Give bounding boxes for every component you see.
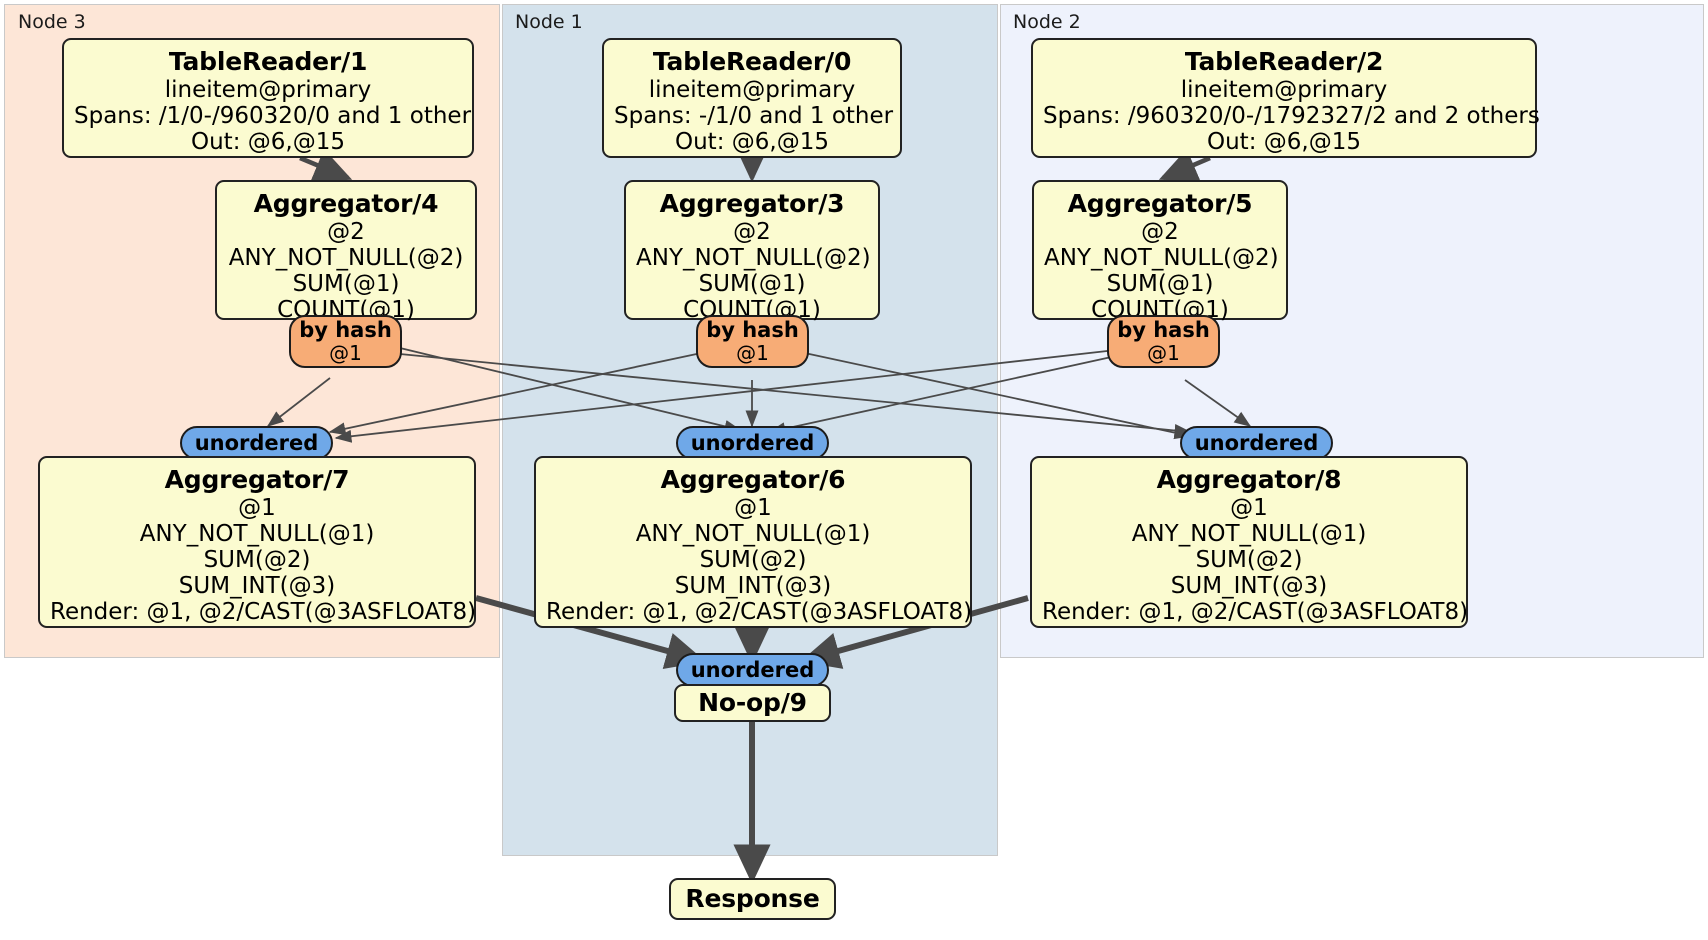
badge-title: unordered (690, 657, 815, 682)
processor-line: SUM_INT(@3) (674, 573, 832, 599)
badge-unordered-middle[interactable]: unordered (676, 426, 829, 460)
processor-line: SUM(@2) (1195, 547, 1303, 573)
processor-line: ANY_NOT_NULL(@1) (1131, 521, 1367, 547)
processor-noop-9[interactable]: No-op/9 (674, 684, 831, 722)
processor-aggregator-5[interactable]: Aggregator/5 @2 ANY_NOT_NULL(@2) SUM(@1)… (1032, 180, 1288, 323)
processor-line: @2 (327, 219, 365, 245)
badge-unordered-right[interactable]: unordered (1180, 426, 1333, 460)
badge-by-hash-right[interactable]: by hash @1 (1107, 315, 1220, 368)
badge-unordered-final[interactable]: unordered (676, 653, 829, 687)
badge-subtitle: @1 (736, 341, 769, 365)
processor-title: TableReader/1 (168, 47, 368, 76)
node-label-node2: Node 2 (1013, 11, 1081, 33)
processor-line: @1 (238, 495, 276, 521)
processor-line: ANY_NOT_NULL(@2) (1044, 245, 1279, 271)
processor-title: No-op/9 (698, 688, 807, 717)
processor-line: @2 (1141, 219, 1179, 245)
processor-table-reader-2[interactable]: TableReader/2 lineitem@primary Spans: /9… (1031, 38, 1540, 158)
badge-by-hash-left[interactable]: by hash @1 (289, 315, 402, 368)
badge-title: unordered (690, 430, 815, 455)
badge-subtitle: @1 (1147, 341, 1180, 365)
processor-line: Spans: /960320/0-/1792327/2 and 2 others (1043, 103, 1540, 129)
processor-line: @1 (1230, 495, 1268, 521)
processor-title: Aggregator/5 (1067, 189, 1253, 218)
badge-by-hash-middle[interactable]: by hash @1 (696, 315, 809, 368)
node-label-node1: Node 1 (515, 11, 583, 33)
processor-aggregator-3[interactable]: Aggregator/3 @2 ANY_NOT_NULL(@2) SUM(@1)… (624, 180, 880, 323)
processor-line: SUM_INT(@3) (1170, 573, 1328, 599)
processor-title: Aggregator/6 (660, 465, 846, 494)
processor-title: Aggregator/4 (253, 189, 439, 218)
processor-line: Out: @6,@15 (1207, 129, 1361, 155)
processor-line: SUM(@1) (1106, 271, 1214, 297)
processor-line: SUM(@2) (699, 547, 807, 573)
badge-title: unordered (194, 430, 319, 455)
processor-title: TableReader/2 (1184, 47, 1384, 76)
processor-line: @1 (734, 495, 772, 521)
badge-title: by hash (299, 318, 392, 342)
processor-line: Out: @6,@15 (191, 129, 345, 155)
processor-line: Render: @1, @2/CAST(@3ASFLOAT8) (1042, 599, 1469, 625)
processor-line: ANY_NOT_NULL(@1) (635, 521, 871, 547)
processor-response[interactable]: Response (669, 878, 836, 920)
badge-title: by hash (706, 318, 799, 342)
processor-line: lineitem@primary (164, 77, 372, 103)
processor-line: SUM(@1) (292, 271, 400, 297)
node-label-node3: Node 3 (18, 11, 86, 33)
processor-line: lineitem@primary (648, 77, 856, 103)
processor-line: SUM_INT(@3) (178, 573, 336, 599)
processor-line: Spans: /1/0-/960320/0 and 1 other (74, 103, 472, 129)
badge-title: unordered (1194, 430, 1319, 455)
badge-subtitle: @1 (329, 341, 362, 365)
processor-table-reader-0[interactable]: TableReader/0 lineitem@primary Spans: -/… (602, 38, 902, 158)
processor-line: ANY_NOT_NULL(@1) (139, 521, 375, 547)
processor-line: ANY_NOT_NULL(@2) (228, 245, 464, 271)
processor-table-reader-1[interactable]: TableReader/1 lineitem@primary Spans: /1… (62, 38, 474, 158)
processor-aggregator-4[interactable]: Aggregator/4 @2 ANY_NOT_NULL(@2) SUM(@1)… (215, 180, 477, 323)
processor-line: Render: @1, @2/CAST(@3ASFLOAT8) (50, 599, 477, 625)
badge-title: by hash (1117, 318, 1210, 342)
processor-title: Response (685, 884, 820, 913)
badge-unordered-left[interactable]: unordered (180, 426, 333, 460)
processor-title: Aggregator/8 (1156, 465, 1342, 494)
processor-line: Spans: -/1/0 and 1 other (614, 103, 894, 129)
processor-line: lineitem@primary (1180, 77, 1388, 103)
processor-title: Aggregator/7 (164, 465, 350, 494)
processor-aggregator-7[interactable]: Aggregator/7 @1 ANY_NOT_NULL(@1) SUM(@2)… (38, 456, 476, 628)
processor-line: SUM(@1) (698, 271, 806, 297)
processor-line: ANY_NOT_NULL(@2) (636, 245, 871, 271)
processor-title: Aggregator/3 (659, 189, 845, 218)
processor-aggregator-6[interactable]: Aggregator/6 @1 ANY_NOT_NULL(@1) SUM(@2)… (534, 456, 972, 628)
processor-aggregator-8[interactable]: Aggregator/8 @1 ANY_NOT_NULL(@1) SUM(@2)… (1030, 456, 1468, 628)
processor-line: @2 (733, 219, 771, 245)
processor-line: SUM(@2) (203, 547, 311, 573)
processor-line: Render: @1, @2/CAST(@3ASFLOAT8) (546, 599, 973, 625)
processor-title: TableReader/0 (652, 47, 852, 76)
processor-line: Out: @6,@15 (675, 129, 829, 155)
